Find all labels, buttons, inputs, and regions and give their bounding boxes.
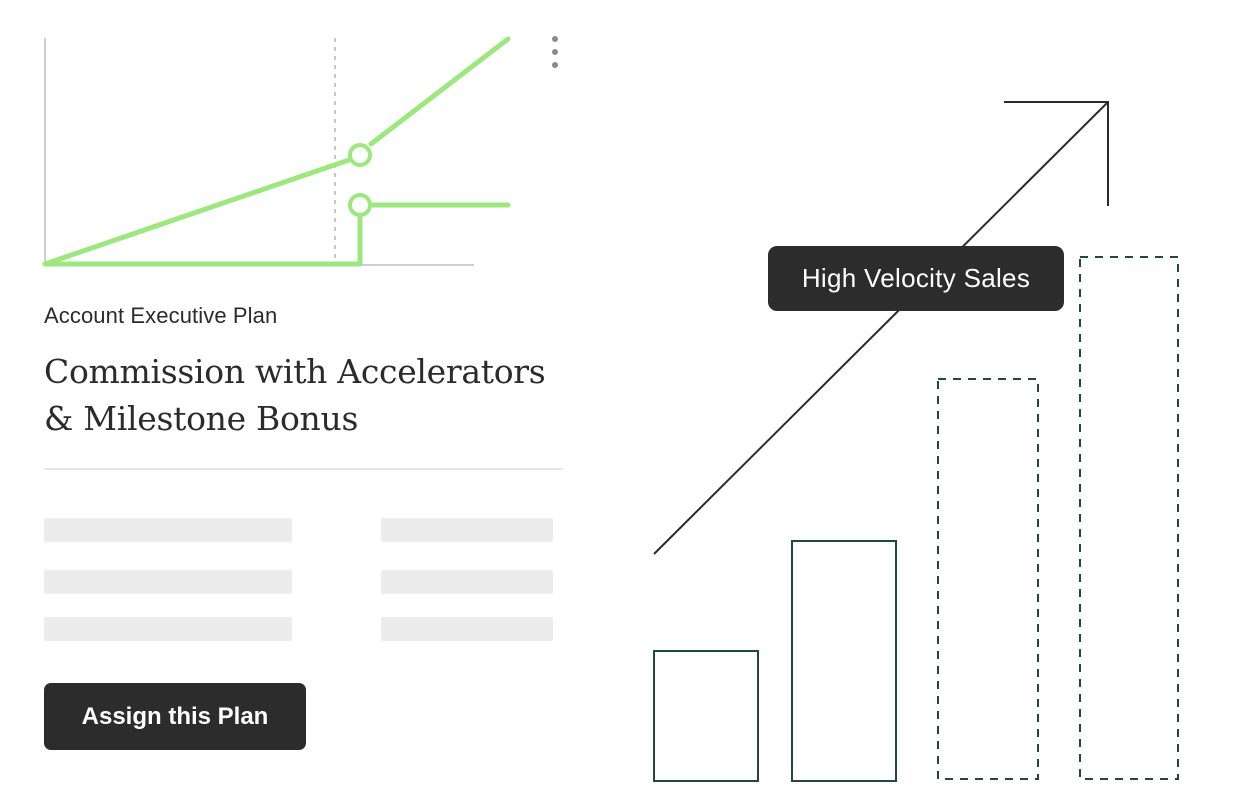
kebab-menu-icon[interactable] [545, 34, 565, 70]
accelerator-node [348, 143, 372, 167]
kebab-dot [552, 36, 558, 42]
plan-title: Commission with Accelerators & Milestone… [44, 348, 564, 442]
placeholder-bar [381, 518, 553, 542]
growth-bar-dashed [1079, 256, 1179, 780]
trend-arrow-head [1004, 101, 1109, 206]
placeholder-bar [381, 617, 553, 641]
divider [44, 468, 563, 470]
plan-role-label: Account Executive Plan [44, 303, 278, 328]
kebab-dot [552, 49, 558, 55]
accelerator-line [368, 36, 511, 147]
assign-plan-button[interactable]: Assign this Plan [44, 683, 306, 750]
placeholder-bar [44, 617, 292, 641]
placeholder-bar [381, 570, 553, 594]
growth-bar-solid [653, 650, 759, 782]
plan-title-line: & Milestone Bonus [44, 399, 359, 438]
plan-card: Account Executive Plan Commission with A… [0, 0, 600, 796]
commission-line [42, 157, 352, 267]
bonus-node [348, 193, 372, 217]
high-velocity-sales-tag: High Velocity Sales [768, 246, 1064, 311]
growth-bar-solid [791, 540, 897, 782]
bonus-base-line [45, 217, 363, 267]
growth-bar-dashed [937, 378, 1039, 780]
placeholder-bar [44, 518, 292, 542]
trend-arrow-shaft [653, 101, 1109, 555]
kebab-dot [552, 62, 558, 68]
plan-title-line: Commission with Accelerators [44, 352, 546, 391]
trend-arrow-icon [653, 101, 1109, 555]
commission-curve-chart [42, 36, 511, 267]
placeholder-bar [44, 570, 292, 594]
